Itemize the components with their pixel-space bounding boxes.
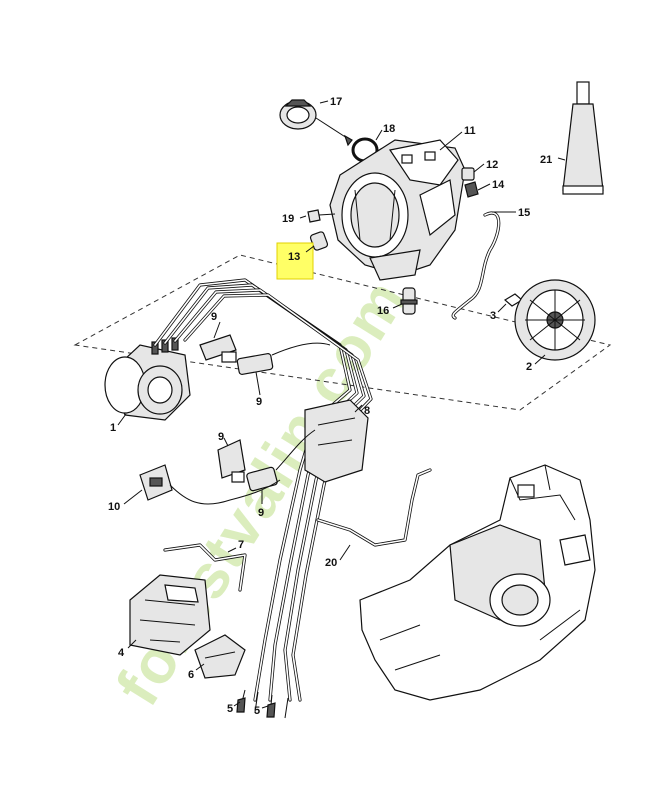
part-11-fan-housing bbox=[329, 139, 466, 281]
part-21-tube bbox=[562, 81, 604, 195]
callout-9-lower-b: 9 bbox=[258, 507, 264, 519]
part-2-flywheel bbox=[514, 279, 596, 361]
callout-5-a: 5 bbox=[227, 703, 233, 715]
callout-8: 8 bbox=[364, 405, 370, 417]
part-1-ignition-module bbox=[104, 337, 191, 421]
callout-12: 12 bbox=[486, 159, 498, 171]
callout-labels: 17 18 11 12 14 21 15 19 13 16 3 2 9 9 1 … bbox=[108, 96, 552, 717]
callout-9-lower-a: 9 bbox=[218, 431, 224, 443]
part-4-bracket bbox=[129, 574, 211, 656]
part-7-wire-clip bbox=[163, 543, 247, 592]
callout-21: 21 bbox=[540, 154, 552, 166]
callout-20: 20 bbox=[325, 557, 337, 569]
callout-10: 10 bbox=[108, 501, 120, 513]
callout-17: 17 bbox=[330, 96, 342, 108]
part-16-valve bbox=[400, 287, 418, 315]
engine-crankcase bbox=[359, 464, 596, 701]
part-14-fitting bbox=[464, 181, 479, 198]
part-10-switch bbox=[139, 464, 281, 505]
part-20-hose bbox=[316, 468, 432, 547]
boundary-dashed-box bbox=[73, 254, 612, 411]
callout-19: 19 bbox=[282, 213, 294, 225]
part-9-connector-lower-b bbox=[231, 429, 316, 492]
part-17-knob bbox=[279, 99, 353, 147]
callout-11: 11 bbox=[464, 125, 476, 137]
part-5-terminals bbox=[236, 689, 289, 719]
callout-1: 1 bbox=[110, 422, 116, 434]
part-6-bracket bbox=[194, 634, 246, 679]
callout-3: 3 bbox=[490, 310, 496, 322]
part-12-fitting bbox=[461, 167, 475, 181]
callout-18: 18 bbox=[383, 123, 395, 135]
callout-14: 14 bbox=[492, 179, 505, 191]
part-9-connector-upper-a bbox=[199, 334, 237, 363]
callout-5-b: 5 bbox=[254, 705, 260, 717]
callout-7: 7 bbox=[238, 539, 244, 551]
callout-9-upper: 9 bbox=[211, 311, 217, 323]
part-8-cover bbox=[304, 399, 369, 483]
leader-lines bbox=[117, 100, 566, 709]
callout-2: 2 bbox=[526, 361, 532, 373]
part-9-connector-upper-b bbox=[236, 342, 331, 375]
highlight-box-13 bbox=[276, 242, 314, 280]
part-19-screw bbox=[307, 209, 336, 223]
callout-15: 15 bbox=[518, 207, 530, 219]
callout-9-mid: 9 bbox=[256, 396, 262, 408]
callout-4: 4 bbox=[118, 647, 125, 659]
part-15-hose bbox=[451, 211, 501, 320]
callout-6: 6 bbox=[188, 669, 194, 681]
callout-16: 16 bbox=[377, 305, 389, 317]
callout-13: 13 bbox=[288, 251, 300, 263]
part-9-connector-lower-a bbox=[217, 439, 246, 479]
